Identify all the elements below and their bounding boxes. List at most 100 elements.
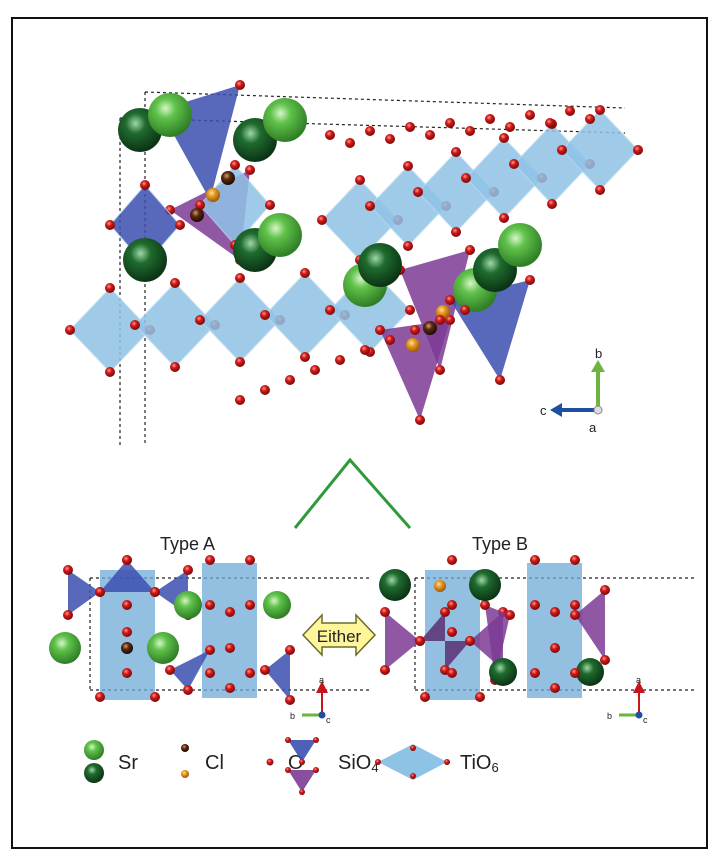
oxygen-atom (425, 130, 435, 140)
axis-label-c: c (326, 715, 331, 725)
oxygen-atom (170, 278, 180, 288)
sio4-tetrahedron (265, 650, 290, 700)
selection-bracket (293, 457, 412, 529)
oxygen-atom (465, 245, 475, 255)
oxygen-atom (385, 134, 395, 144)
oxygen-atom (545, 118, 555, 128)
sr-atom (258, 213, 302, 257)
sio4-tetrahedron (575, 590, 605, 660)
legend: Sr Cl O SiO4 TiO6 (84, 737, 499, 795)
oxygen-atom (245, 165, 255, 175)
oxygen-atom (205, 600, 215, 610)
oxygen-atom (300, 268, 310, 278)
oxygen-atom (285, 645, 295, 655)
cl-dark-atom-icon (181, 744, 189, 752)
oxygen-atom (415, 636, 425, 646)
oxygen-atom (150, 587, 160, 597)
oxygen-atom (530, 555, 540, 565)
legend-sio4 (285, 737, 319, 795)
oxygen-atom (285, 375, 295, 385)
oxygen-atom (375, 325, 385, 335)
oxygen-atom (170, 362, 180, 372)
oxygen-atom (130, 320, 140, 330)
oxygen-atom (509, 159, 519, 169)
oxygen-atom (435, 365, 445, 375)
sr-dark-sphere-icon (84, 763, 104, 783)
oxygen-atom (413, 187, 423, 197)
sio4-tetrahedron (400, 250, 470, 370)
cl-atom (434, 580, 446, 592)
oxygen-atom (205, 668, 215, 678)
sr-atom (379, 569, 411, 601)
oxygen-atom (499, 133, 509, 143)
oxygen-atom (265, 200, 275, 210)
oxygen-atom (165, 665, 175, 675)
oxygen-atom (465, 126, 475, 136)
sr-atom (123, 238, 167, 282)
sr-atom (358, 243, 402, 287)
oxygen-atom (122, 555, 132, 565)
sio4-purple-tetrahedron-icon (288, 770, 316, 792)
oxygen-atom (355, 175, 365, 185)
oxygen-atom (550, 643, 560, 653)
type-a-structure (49, 555, 370, 705)
cl-atom (406, 338, 420, 352)
oxygen-atom (445, 295, 455, 305)
sr-atom (263, 591, 291, 619)
sio4-tetrahedron (380, 320, 450, 420)
sr-atom (489, 658, 517, 686)
axis-label-b: b (607, 711, 612, 721)
oxygen-atom (447, 668, 457, 678)
oxygen-atom (345, 138, 355, 148)
oxygen-atom (565, 106, 575, 116)
either-double-arrow: Either (301, 613, 377, 657)
oxygen-atom (403, 161, 413, 171)
oxygen-atom (245, 668, 255, 678)
sio4-tetrahedron (100, 560, 155, 592)
oxygen-atom (525, 110, 535, 120)
sr-light-sphere-icon (84, 740, 104, 760)
axis-label-b: b (595, 346, 602, 361)
oxygen-atom (317, 215, 327, 225)
sr-atom (49, 632, 81, 664)
legend-label-sr: Sr (118, 752, 138, 774)
sr-atom (498, 223, 542, 267)
legend-tio6 (375, 744, 450, 780)
cl-atom (206, 188, 220, 202)
oxygen-atom (451, 227, 461, 237)
oxygen-atom (550, 607, 560, 617)
oxygen-atom (245, 600, 255, 610)
oxygen-atom (205, 645, 215, 655)
oxygen-atom (420, 692, 430, 702)
oxygen-atom (547, 199, 557, 209)
axis-label-a: a (636, 675, 641, 685)
legend-label-tio6: TiO6 (460, 752, 499, 775)
oxygen-atom (570, 600, 580, 610)
type-a-axis-indicator: a b c (290, 675, 331, 725)
sr-atom (469, 569, 501, 601)
axis-label-a: a (319, 675, 324, 685)
oxygen-atom (235, 357, 245, 367)
sr-atom (576, 658, 604, 686)
oxygen-atom (310, 365, 320, 375)
cl-atom (423, 321, 437, 335)
oxygen-atom (360, 345, 370, 355)
oxygen-atom (245, 555, 255, 565)
oxygen-atom (325, 305, 335, 315)
oxygen-atom (585, 114, 595, 124)
type-b-title: Type B (472, 534, 528, 554)
oxygen-atom (480, 600, 490, 610)
oxygen-atom (600, 655, 610, 665)
oxygen-atom (570, 555, 580, 565)
oxygen-atom (63, 610, 73, 620)
axis-label-c: c (643, 715, 648, 725)
oxygen-atom (195, 200, 205, 210)
oxygen-atom (225, 683, 235, 693)
oxygen-atom (465, 636, 475, 646)
oxygen-atom (140, 180, 150, 190)
oxygen-atom (595, 105, 605, 115)
oxygen-atom (122, 600, 132, 610)
oxygen-atom (63, 565, 73, 575)
oxygen-atom (440, 607, 450, 617)
oxygen-atom (365, 201, 375, 211)
